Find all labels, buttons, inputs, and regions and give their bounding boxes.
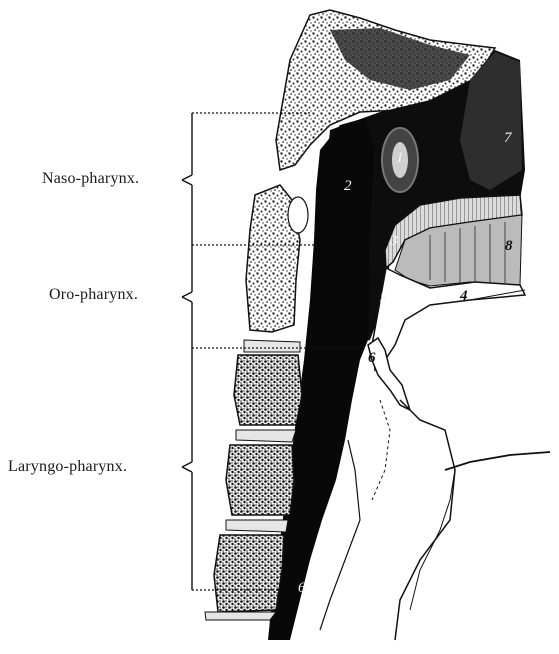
- marker-5: 5: [380, 290, 388, 307]
- marker-1: 1: [396, 150, 404, 167]
- label-laryngo-pharynx: Laryngo-pharynx.: [8, 458, 127, 476]
- marker-7: 7: [504, 130, 512, 147]
- region-brackets: [182, 113, 192, 590]
- marker-6-lower: 6: [298, 580, 306, 597]
- marker-3: 3: [390, 233, 398, 250]
- jaw-outline: [445, 452, 550, 470]
- marker-4: 4: [460, 288, 468, 305]
- label-oro-pharynx: Oro-pharynx.: [49, 286, 138, 304]
- marker-6-upper: 6: [368, 350, 376, 367]
- larynx-outline: [395, 400, 455, 640]
- marker-8: 8: [505, 238, 513, 255]
- label-naso-pharynx: Naso-pharynx.: [42, 170, 139, 188]
- marker-2: 2: [344, 178, 352, 195]
